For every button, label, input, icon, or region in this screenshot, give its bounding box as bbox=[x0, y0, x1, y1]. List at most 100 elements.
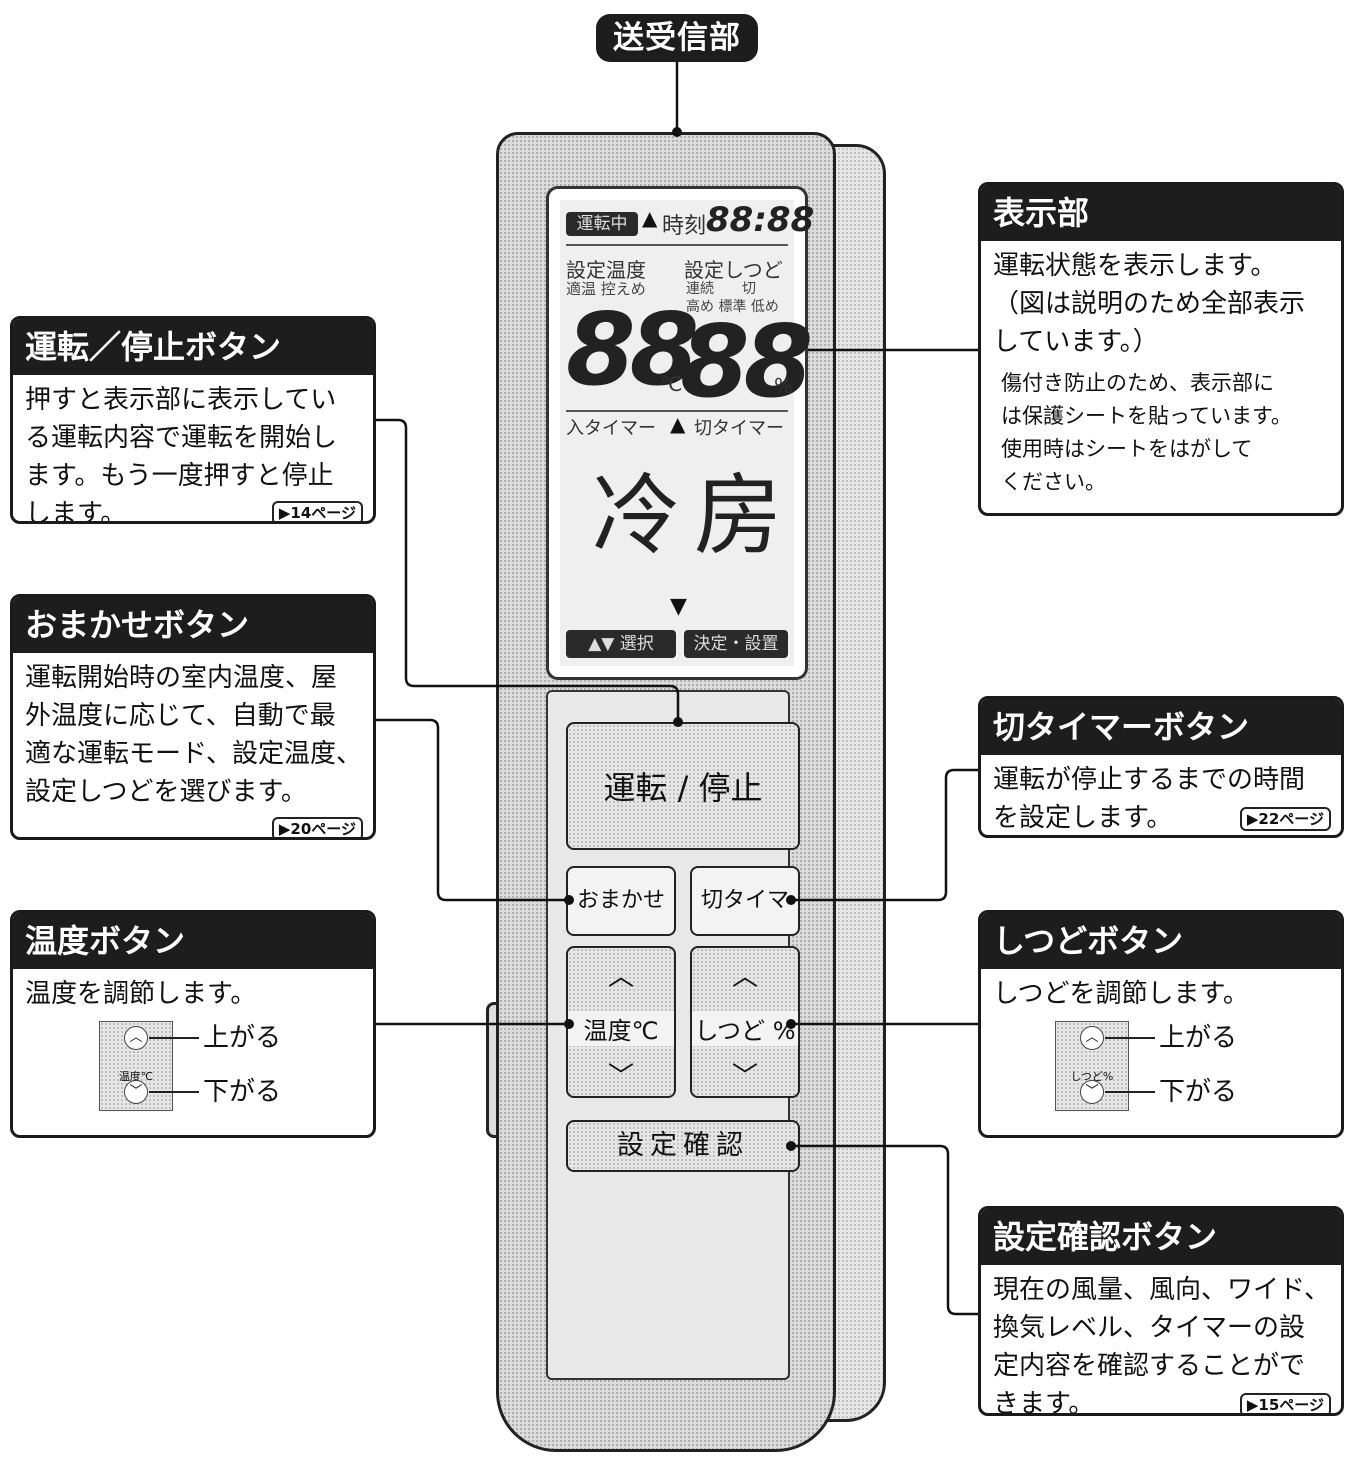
callout-omakase-line-4: 設定しつどを選びます。 bbox=[25, 777, 307, 807]
chevron-up-icon: ︿ bbox=[124, 1026, 148, 1050]
lcd-select-pill: ▲▼ 選択 bbox=[566, 630, 676, 658]
lcd-triangle-icon: ▲ bbox=[642, 206, 658, 230]
lcd-set-humidity-label: 設定しつど bbox=[684, 258, 783, 282]
lcd-select-label: 選択 bbox=[619, 634, 654, 654]
temperature-down-line bbox=[149, 1091, 199, 1093]
callout-settings-confirm-line-3: 定内容を確認することがで bbox=[993, 1351, 1306, 1381]
humidity-mini-label: しつど% bbox=[1070, 1070, 1114, 1083]
callout-omakase-title: おまかせボタン bbox=[13, 597, 373, 653]
humidity-down-line bbox=[1105, 1091, 1155, 1093]
power-button[interactable]: 運転 / 停止 bbox=[566, 722, 800, 850]
callout-humidity: しつどボタン しつどを調節します。 ︿ しつど% ﹀ 上がる 下がる bbox=[978, 910, 1344, 1138]
callout-power-line-4: します。 bbox=[25, 499, 127, 524]
lcd-humid-levels: 高め 標準 低め bbox=[686, 299, 779, 315]
settings-confirm-button[interactable]: 設定確認 bbox=[566, 1120, 800, 1172]
up-down-triangle-icon: ▲▼ bbox=[588, 634, 615, 654]
omakase-button[interactable]: おまかせ bbox=[566, 866, 676, 936]
chevron-down-icon: ﹀ bbox=[124, 1080, 148, 1104]
callout-power: 運転／停止ボタン 押すと表示部に表示してい る運転内容で運転を開始し ます。もう… bbox=[10, 316, 376, 524]
leader-dot-timer bbox=[786, 895, 796, 905]
lcd-humid-sub: 連続 切 bbox=[686, 281, 756, 297]
callout-display-line-1: 運転状態を表示します。 bbox=[993, 251, 1277, 281]
callout-temperature: 温度ボタン 温度を調節します。 ︿ 温度℃ ﹀ 上がる 下がる bbox=[10, 910, 376, 1138]
callout-off-timer-line-1: 運転が停止するまでの時間 bbox=[993, 765, 1306, 795]
lcd-separator-2 bbox=[566, 410, 788, 412]
callout-omakase-line-3: 適な運転モード、設定温度、 bbox=[25, 739, 362, 769]
lcd-clock-label: 時刻 bbox=[662, 214, 707, 239]
lcd-down-triangle-icon: ▼ bbox=[670, 594, 687, 619]
callout-humidity-line-1: しつどを調節します。 bbox=[993, 979, 1249, 1009]
lcd-timer-on: 入タイマー bbox=[566, 418, 656, 439]
humidity-down-label: 下がる bbox=[1159, 1077, 1238, 1107]
callout-omakase: おまかせボタン 運転開始時の室内温度、屋 外温度に応じて、自動で最 適な運転モー… bbox=[10, 594, 376, 840]
temperature-button-label: 温度℃ bbox=[568, 1011, 674, 1046]
temperature-button[interactable]: ︿ 温度℃ ﹀ bbox=[566, 946, 676, 1098]
humidity-up-label: 上がる bbox=[1159, 1023, 1238, 1053]
temperature-mini-button: ︿ 温度℃ ﹀ bbox=[99, 1021, 173, 1111]
callout-display-note-4: ください。 bbox=[1001, 470, 1106, 494]
callout-temperature-title: 温度ボタン bbox=[13, 913, 373, 969]
callout-display: 表示部 運転状態を表示します。 （図は説明のため全部表示 しています。） 傷付き… bbox=[978, 182, 1344, 516]
callout-settings-confirm-line-1: 現在の風量、風向、ワイド、 bbox=[993, 1275, 1330, 1305]
callout-display-note-2: は保護シートを貼っています。 bbox=[1001, 404, 1292, 428]
transceiver-label: 送受信部 bbox=[596, 14, 758, 62]
callout-power-line-1: 押すと表示部に表示してい bbox=[25, 385, 337, 415]
callout-temperature-line-1: 温度を調節します。 bbox=[25, 979, 257, 1009]
lcd-temp-sub: 適温 控えめ bbox=[566, 280, 646, 298]
callout-settings-confirm-title: 設定確認ボタン bbox=[981, 1209, 1341, 1265]
callout-omakase-line-1: 運転開始時の室内温度、屋 bbox=[25, 663, 338, 693]
temperature-up-line bbox=[149, 1037, 199, 1039]
humidity-up-line bbox=[1105, 1037, 1155, 1039]
lcd-separator-1 bbox=[566, 244, 788, 246]
callout-off-timer: 切タイマーボタン 運転が停止するまでの時間 を設定します。 ▶22ページ bbox=[978, 696, 1344, 838]
callout-power-line-2: る運転内容で運転を開始し bbox=[25, 423, 338, 453]
callout-display-note-3: 使用時はシートをはがして bbox=[1001, 437, 1253, 461]
off-timer-button[interactable]: 切タイマー bbox=[690, 866, 800, 979]
lcd-run-badge: 運転中 bbox=[566, 212, 638, 236]
callout-display-line-3: しています。） bbox=[993, 327, 1159, 357]
lcd-temp-unit: ℃ bbox=[660, 372, 683, 396]
chevron-down-icon[interactable]: ﹀ bbox=[607, 1062, 634, 1092]
lcd-timer-off: 切タイマー bbox=[694, 418, 784, 439]
chevron-down-icon: ﹀ bbox=[1080, 1080, 1104, 1104]
callout-omakase-line-2: 外温度に応じて、自動で最 bbox=[25, 701, 336, 731]
humidity-button-label: しつど % bbox=[692, 1011, 798, 1046]
callout-settings-confirm-line-4: きます。 bbox=[993, 1389, 1095, 1416]
humidity-mini-button: ︿ しつど% ﹀ bbox=[1055, 1021, 1129, 1111]
lcd-mode-char-2: 房 bbox=[694, 464, 783, 567]
callout-settings-confirm: 設定確認ボタン 現在の風量、風向、ワイド、 換気レベル、タイマーの設 定内容を確… bbox=[978, 1206, 1344, 1416]
leader-dot-omakase bbox=[564, 895, 574, 905]
lcd-clock-value: 88:88 bbox=[706, 200, 815, 240]
callout-power-page-ref[interactable]: ▶14ページ bbox=[271, 500, 363, 521]
callout-display-title: 表示部 bbox=[981, 185, 1341, 241]
temperature-up-label: 上がる bbox=[203, 1023, 282, 1053]
callout-settings-confirm-line-2: 換気レベル、タイマーの設 bbox=[993, 1313, 1306, 1343]
lcd-humid-digits: 88 bbox=[680, 303, 813, 420]
callout-omakase-page-ref[interactable]: ▶20ページ bbox=[271, 816, 363, 837]
lcd-set-temp-label: 設定温度 bbox=[566, 258, 646, 282]
chevron-down-icon[interactable]: ﹀ bbox=[731, 1062, 758, 1092]
temperature-mini-label: 温度℃ bbox=[118, 1070, 154, 1083]
leader-dot-power bbox=[673, 717, 683, 727]
chevron-up-icon[interactable]: ︿ bbox=[731, 962, 758, 992]
lcd-humid-unit: % bbox=[774, 374, 794, 398]
chevron-up-icon: ︿ bbox=[1080, 1026, 1104, 1050]
chevron-up-icon[interactable]: ︿ bbox=[607, 962, 634, 992]
callout-power-line-3: ます。もう一度押すと停止 bbox=[25, 461, 334, 491]
callout-off-timer-line-2: を設定します。 bbox=[993, 803, 1173, 833]
lcd-mode-char-1: 冷 bbox=[592, 464, 681, 567]
lcd-timer-triangle-icon: ▲ bbox=[670, 412, 686, 436]
callout-off-timer-page-ref[interactable]: ▶22ページ bbox=[1239, 806, 1331, 831]
callout-display-line-2: （図は説明のため全部表示 bbox=[993, 289, 1306, 319]
callout-off-timer-title: 切タイマーボタン bbox=[981, 699, 1341, 755]
temperature-down-label: 下がる bbox=[203, 1077, 282, 1107]
leader-dot-confirm bbox=[786, 1141, 796, 1151]
callout-settings-confirm-page-ref[interactable]: ▶15ページ bbox=[1239, 1392, 1331, 1413]
callout-display-note-1: 傷付き防止のため、表示部に bbox=[1001, 371, 1274, 395]
callout-power-title: 運転／停止ボタン bbox=[13, 319, 373, 375]
humidity-button[interactable]: ︿ しつど % ﹀ bbox=[690, 946, 800, 1098]
callout-humidity-title: しつどボタン bbox=[981, 913, 1341, 969]
leader-dot-temp bbox=[564, 1019, 574, 1029]
lcd-temp-digits: 88 bbox=[566, 291, 699, 408]
leader-dot-humid bbox=[786, 1019, 796, 1029]
